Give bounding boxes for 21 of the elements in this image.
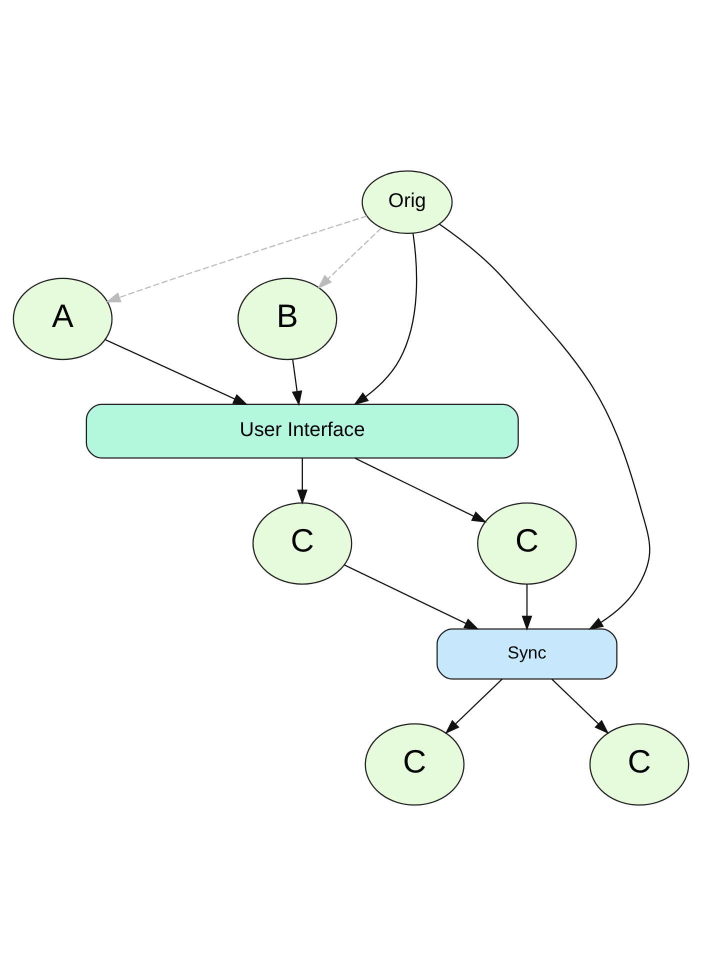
arrow: [105, 338, 248, 405]
arrow: [106, 215, 367, 302]
arrow: [292, 359, 302, 406]
node-ellipse: B: [237, 277, 338, 360]
node-ellipse: C: [589, 722, 690, 806]
node-ellipse: Orig: [362, 170, 453, 234]
node-ellipse: C: [477, 502, 577, 584]
arrow: [439, 223, 650, 630]
node-ellipse: C: [364, 722, 465, 806]
node-ellipse: C: [252, 502, 352, 584]
arrow: [551, 678, 609, 734]
arrow: [444, 678, 502, 734]
node-box: Sync: [436, 628, 618, 680]
arrow: [354, 233, 418, 405]
arrow: [522, 584, 532, 630]
node-ellipse: A: [12, 277, 113, 360]
arrow: [317, 227, 382, 288]
node-box: User Interface: [86, 403, 519, 458]
arrow: [354, 457, 487, 522]
arrow: [344, 564, 480, 630]
arrow: [297, 458, 308, 504]
